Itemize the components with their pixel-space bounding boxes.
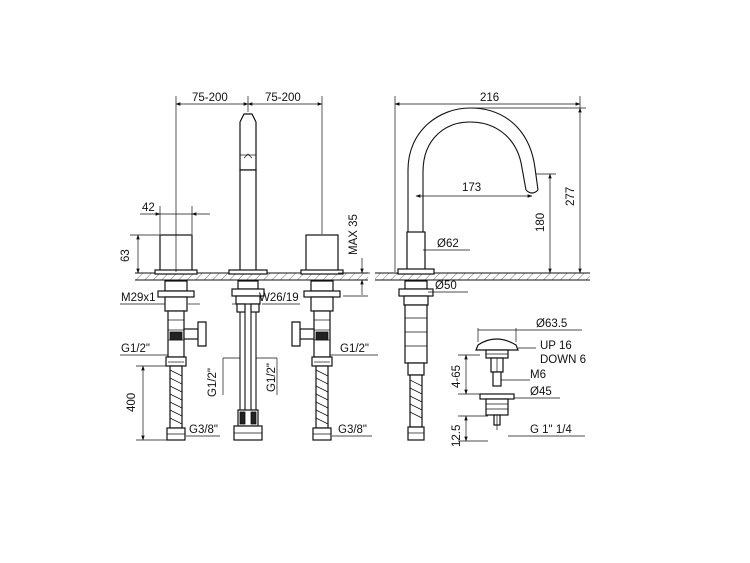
dim-spout-pipe-right: G1/2" bbox=[266, 363, 278, 392]
dim-waste-bolt: M6 bbox=[530, 369, 546, 381]
dim-outlet-right: G3/8" bbox=[338, 424, 367, 436]
dim-thread-spout: W26/19 bbox=[259, 292, 299, 304]
dim-waste-body-dia: Ø45 bbox=[530, 386, 552, 398]
dim-waste-thread: G 1" 1/4 bbox=[530, 424, 572, 436]
dim-spout-height: 277 bbox=[565, 187, 577, 206]
dim-handle-height: 63 bbox=[120, 249, 132, 262]
dim-spout-reach: 173 bbox=[462, 182, 481, 194]
dim-outlet-left: G3/8" bbox=[189, 424, 218, 436]
spout-side-view bbox=[397, 107, 539, 441]
dim-handle-width: 42 bbox=[142, 202, 155, 214]
dim-waste-up: UP 16 bbox=[540, 340, 572, 352]
dim-spout-clearance: 180 bbox=[535, 213, 547, 232]
left-handle-valve bbox=[154, 234, 207, 441]
dim-inlet-right: G1/2" bbox=[340, 343, 369, 355]
dim-spout-base-dia: Ø62 bbox=[437, 238, 459, 250]
center-spout-front bbox=[228, 113, 268, 441]
dim-max-deck: MAX 35 bbox=[348, 214, 360, 255]
right-handle-valve bbox=[291, 234, 344, 441]
dim-spacing-left: 75-200 bbox=[192, 92, 228, 104]
dim-waste-down: DOWN 6 bbox=[540, 354, 586, 366]
dim-inlet-left: G1/2" bbox=[121, 343, 150, 355]
dim-hose-length: 400 bbox=[126, 393, 138, 412]
dim-thread-handle: M29x1 bbox=[121, 292, 156, 304]
pop-up-waste bbox=[475, 338, 519, 430]
dim-spout-pipe-left: G1/2" bbox=[207, 368, 219, 397]
dim-spout-shank-dia: Ø50 bbox=[435, 280, 457, 292]
dim-waste-bottom: 12.5 bbox=[451, 425, 463, 447]
dim-spacing-right: 75-200 bbox=[265, 92, 301, 104]
dim-waste-range: 4-65 bbox=[451, 365, 463, 388]
dim-spout-width: 216 bbox=[480, 92, 499, 104]
dim-waste-head-dia: Ø63.5 bbox=[536, 318, 567, 330]
